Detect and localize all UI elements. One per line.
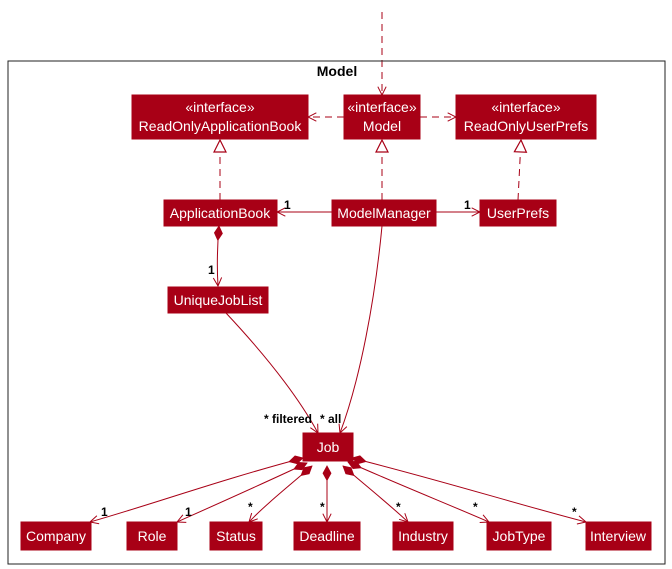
model-interface-node: «interface» Model [343, 94, 421, 140]
uniquejoblist-class-node: UniqueJobList [167, 286, 269, 314]
job-class-node: Job [302, 432, 354, 462]
uniquejoblist-to-job-edge [225, 312, 318, 433]
status-class-node: Status [209, 521, 263, 551]
industry-class-node: Industry [392, 521, 454, 551]
userprefs-realizes-edge [518, 140, 521, 201]
interface-stereotype: «interface» [185, 99, 254, 115]
modelmanager-class-node: ModelManager [331, 199, 437, 227]
userprefs-class-node: UserPrefs [479, 199, 557, 227]
readonlyapplicationbook-interface-node: «interface» ReadOnlyApplicationBook [131, 94, 309, 140]
class-name: Deadline [299, 528, 354, 544]
job-role-edge [177, 463, 307, 522]
multiplicity-label: 1 [208, 263, 215, 277]
class-name: Company [26, 528, 86, 544]
interface-stereotype: «interface» [347, 99, 416, 115]
multiplicity-label: * filtered [264, 412, 312, 426]
class-name: Status [216, 528, 256, 544]
job-jobtype-edge [348, 462, 489, 522]
interface-stereotype: «interface» [491, 99, 560, 115]
interface-name: ReadOnlyUserPrefs [464, 118, 589, 134]
class-name: ModelManager [337, 205, 431, 221]
multiplicity-label: * [320, 500, 325, 514]
class-name: Role [138, 528, 167, 544]
multiplicity-label: 1 [284, 198, 291, 212]
class-name: JobType [493, 528, 546, 544]
job-company-edge [90, 458, 303, 522]
model-package-frame [7, 60, 666, 565]
multiplicity-label: 1 [185, 505, 192, 519]
job-interview-edge [352, 458, 586, 522]
jobtype-class-node: JobType [486, 521, 552, 551]
class-name: UserPrefs [487, 205, 549, 221]
multiplicity-label: * [248, 500, 253, 514]
class-name: Interview [590, 528, 647, 544]
readonlyuserprefs-interface-node: «interface» ReadOnlyUserPrefs [455, 94, 597, 140]
class-name: Industry [398, 528, 448, 544]
interview-class-node: Interview [585, 521, 652, 551]
multiplicity-label: * all [320, 412, 341, 426]
multiplicity-label: * [572, 505, 577, 519]
class-name: ApplicationBook [170, 205, 271, 221]
class-name: Job [317, 439, 340, 455]
company-class-node: Company [20, 521, 92, 551]
deadline-class-node: Deadline [293, 521, 361, 551]
modelmanager-to-job-edge [340, 225, 383, 433]
multiplicity-label: 1 [101, 505, 108, 519]
interface-name: Model [363, 118, 401, 134]
package-title: Model [317, 63, 357, 79]
applicationbook-class-node: ApplicationBook [163, 199, 278, 227]
applicationbook-uniquejoblist-edge [217, 226, 219, 286]
multiplicity-label: 1 [464, 198, 471, 212]
role-class-node: Role [126, 521, 178, 551]
job-status-edge [249, 466, 312, 522]
multiplicity-label: * [396, 500, 401, 514]
interface-name: ReadOnlyApplicationBook [139, 118, 303, 134]
class-name: UniqueJobList [174, 292, 263, 308]
multiplicity-label: * [473, 500, 478, 514]
